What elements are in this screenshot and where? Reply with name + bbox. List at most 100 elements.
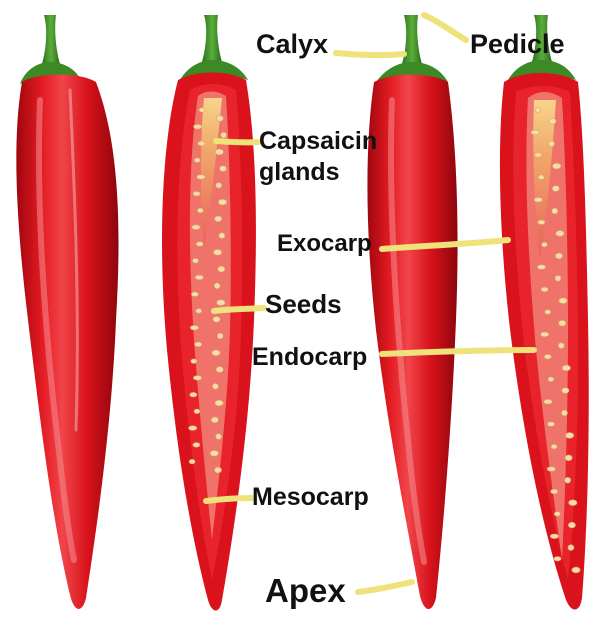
label-pedicle: Pedicle xyxy=(470,30,565,60)
seed xyxy=(219,233,225,239)
seed xyxy=(190,325,198,330)
seed xyxy=(216,116,223,122)
leader-endocarp xyxy=(382,350,534,354)
label-apex: Apex xyxy=(265,573,346,609)
seed xyxy=(218,199,226,205)
whole-pepper-right xyxy=(367,15,457,609)
seed xyxy=(565,455,572,461)
cut-pepper-right xyxy=(500,15,589,610)
seed xyxy=(217,300,225,306)
seed xyxy=(193,443,200,448)
seed xyxy=(568,545,574,551)
seed xyxy=(193,258,199,263)
seed xyxy=(199,108,205,113)
seed xyxy=(562,410,568,416)
seed xyxy=(544,399,552,404)
seed xyxy=(549,118,556,124)
seed xyxy=(210,450,218,456)
seed xyxy=(197,175,205,180)
seed xyxy=(196,309,202,314)
seed xyxy=(214,467,221,473)
seed xyxy=(194,409,200,414)
seed xyxy=(195,275,203,280)
seed xyxy=(562,388,569,394)
label-capsaicin-glands: Capsaicin glands xyxy=(259,126,377,189)
seed xyxy=(196,242,203,247)
label-seeds: Seeds xyxy=(265,290,342,319)
seed xyxy=(211,417,218,423)
label-calyx: Calyx xyxy=(256,30,328,60)
seed xyxy=(191,359,197,364)
seed xyxy=(219,166,226,172)
seed xyxy=(572,567,580,573)
seed xyxy=(547,422,554,427)
seed xyxy=(562,365,570,371)
seed xyxy=(565,433,573,439)
seed xyxy=(191,292,198,297)
seed xyxy=(565,477,571,483)
seed xyxy=(189,426,197,431)
seed xyxy=(549,141,555,147)
seed xyxy=(548,377,554,382)
seed xyxy=(195,342,202,347)
pepper-body xyxy=(367,75,457,610)
seed xyxy=(555,253,562,259)
seed xyxy=(531,130,539,135)
seed xyxy=(216,434,222,440)
seed xyxy=(535,108,541,113)
seed xyxy=(193,191,200,196)
seed xyxy=(559,298,567,304)
seed xyxy=(553,163,561,169)
seed xyxy=(534,198,542,203)
seed xyxy=(559,320,566,326)
label-mesocarp: Mesocarp xyxy=(252,484,369,512)
seed xyxy=(544,355,551,360)
leader-seeds xyxy=(214,308,264,311)
seed xyxy=(213,316,220,322)
seed xyxy=(558,343,564,349)
seed xyxy=(197,208,203,213)
seed xyxy=(551,489,558,494)
seed xyxy=(541,332,549,337)
seed xyxy=(217,333,223,339)
label-endocarp: Endocarp xyxy=(252,344,367,372)
seed xyxy=(551,444,557,449)
seed xyxy=(541,242,547,247)
seed xyxy=(216,182,222,188)
seed xyxy=(192,225,200,230)
seed xyxy=(556,231,564,237)
leader-capsaicin xyxy=(216,141,258,142)
leader-mesocarp xyxy=(206,498,252,501)
seed xyxy=(554,512,560,517)
leader-pedicle xyxy=(424,15,466,40)
seed xyxy=(550,534,558,539)
seed xyxy=(535,153,542,158)
seed xyxy=(545,310,551,315)
seed xyxy=(214,283,220,289)
seed xyxy=(568,522,575,528)
seed xyxy=(212,383,218,389)
seed xyxy=(189,459,195,464)
seed xyxy=(218,266,225,272)
cut-pepper-left xyxy=(162,15,256,611)
seed xyxy=(215,400,223,406)
seed xyxy=(215,149,223,155)
seed xyxy=(194,158,200,163)
seed xyxy=(198,141,205,146)
pedicle-stem xyxy=(202,15,222,62)
pedicle-stem xyxy=(42,15,60,64)
seed xyxy=(215,216,222,222)
leader-calyx xyxy=(336,53,404,55)
label-capsaicin-line2: glands xyxy=(259,157,377,188)
seed xyxy=(190,392,197,397)
seed xyxy=(538,220,545,225)
seed xyxy=(555,275,561,281)
seed xyxy=(538,175,544,180)
seed xyxy=(193,376,201,381)
label-capsaicin-line1: Capsaicin xyxy=(259,126,377,157)
seed xyxy=(547,467,555,472)
whole-pepper-left xyxy=(16,15,118,609)
seed xyxy=(213,249,221,255)
seed xyxy=(537,265,545,270)
leader-apex xyxy=(358,582,412,592)
